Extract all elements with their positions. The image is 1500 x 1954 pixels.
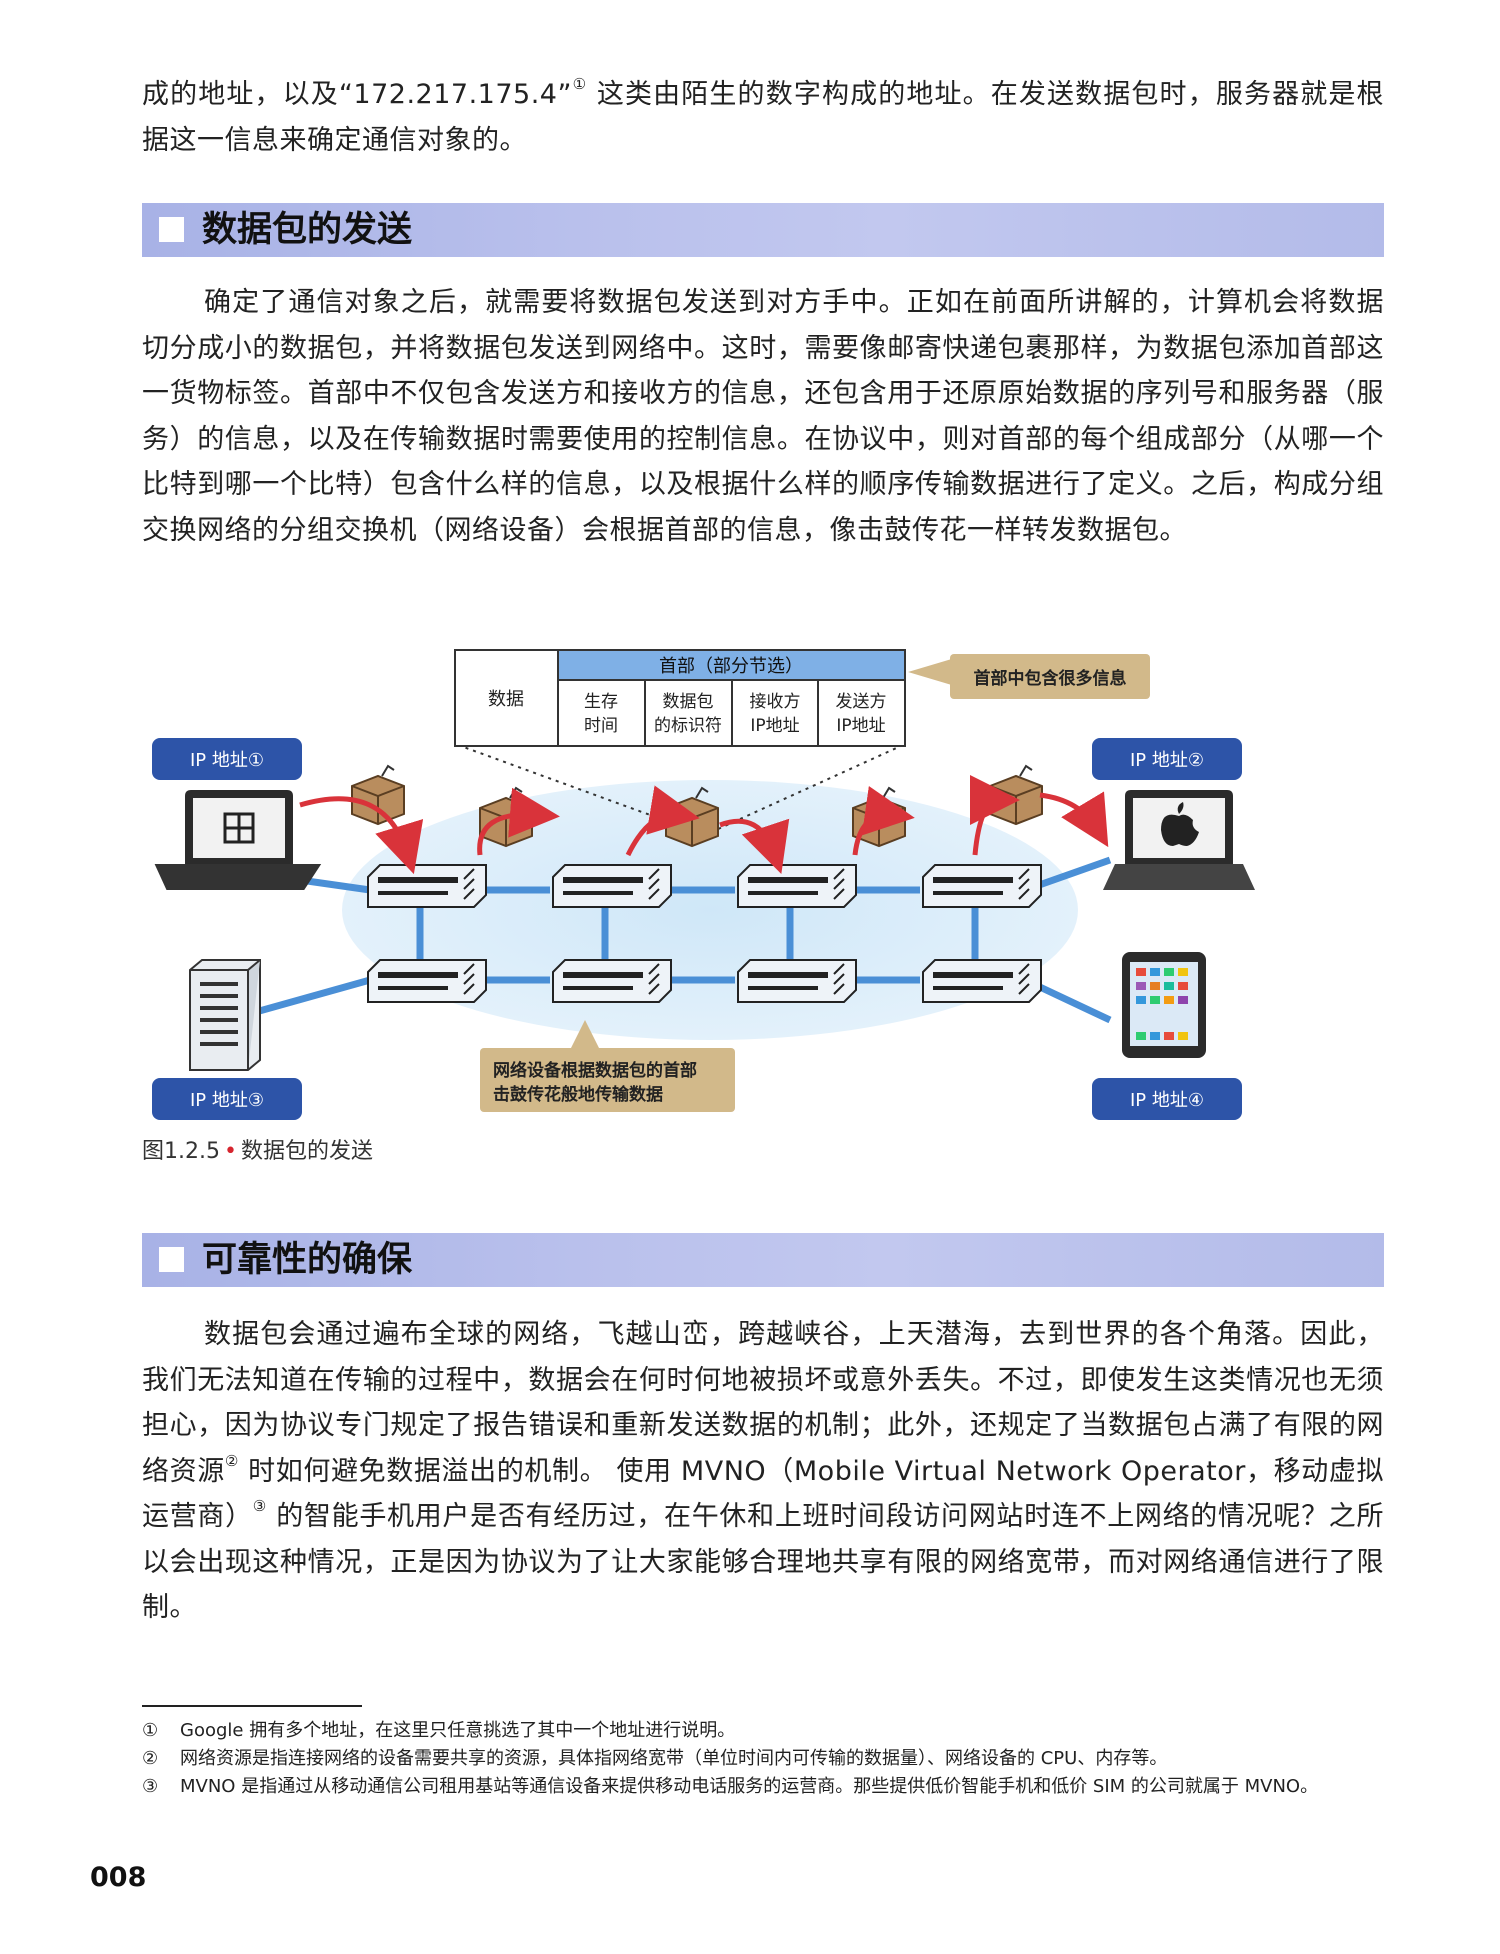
footnote-ref-1[interactable]: ① bbox=[571, 75, 588, 93]
switch-icon bbox=[922, 864, 1042, 908]
section2-text-b: 时如何避免数据溢出的机制。 使用 MVNO（Mobile Virtual Net… bbox=[142, 1455, 1384, 1533]
caption-number: 图1.2.5 bbox=[142, 1139, 220, 1164]
field-dst-line1: 接收方 bbox=[750, 692, 801, 712]
footnote-2-num: ② bbox=[142, 1748, 159, 1769]
section-heading-sending: 数据包的发送 bbox=[142, 203, 1384, 257]
ip-label-3-text: IP 地址③ bbox=[190, 1090, 264, 1111]
section-title-sending: 数据包的发送 bbox=[202, 210, 413, 250]
field-ttl-line2: 时间 bbox=[584, 716, 618, 736]
switch-icon bbox=[367, 864, 487, 908]
laptop-windows-icon bbox=[154, 790, 322, 890]
heading-square-icon bbox=[159, 217, 184, 242]
field-src-line2: IP地址 bbox=[836, 716, 885, 736]
callout-top: 首部中包含很多信息 bbox=[908, 654, 1150, 699]
laptop-apple-icon bbox=[1103, 790, 1255, 890]
footnote-3-text: MVNO 是指通过从移动通信公司租用基站等通信设备来提供移动电话服务的运营商。那… bbox=[180, 1776, 1319, 1797]
field-dst-line2: IP地址 bbox=[750, 716, 799, 736]
field-id-line1: 数据包 bbox=[663, 692, 714, 712]
section2-text-c: 的智能手机用户是否有经历过，在午休和上班时间段访问网站时连不上网络的情况呢？之所… bbox=[142, 1501, 1384, 1623]
network-cloud bbox=[342, 780, 1078, 1040]
intro-text-a: 成的地址，以及“172.217.175.4” bbox=[142, 79, 572, 110]
heading-square-icon bbox=[159, 1247, 184, 1272]
footnote-2-text: 网络资源是指连接网络的设备需要共享的资源，具体指网络宽带（单位时间内可传输的数据… bbox=[180, 1748, 1168, 1769]
caption-text: 数据包的发送 bbox=[240, 1139, 373, 1164]
field-src-line1: 发送方 bbox=[836, 692, 887, 712]
ip-label-3: IP 地址③ bbox=[152, 1078, 302, 1120]
section2-text-a: 数据包会通过遍布全球的网络，飞越山峦，跨越峡谷，上天潜海，去到世界的各个角落。因… bbox=[142, 1319, 1384, 1487]
footnote-ref-2[interactable]: ② bbox=[224, 1451, 239, 1470]
section1-paragraph: 确定了通信对象之后，就需要将数据包发送到对方手中。正如在前面所讲解的，计算机会将… bbox=[142, 287, 1384, 546]
figure-caption: 图1.2.5•数据包的发送 bbox=[142, 1133, 373, 1165]
footnote-3-num: ③ bbox=[142, 1776, 159, 1797]
field-ttl-line1: 生存 bbox=[584, 692, 618, 712]
ip-label-4-text: IP 地址④ bbox=[1130, 1090, 1204, 1111]
switch-row-top bbox=[367, 864, 1042, 908]
ip-label-4: IP 地址④ bbox=[1092, 1078, 1242, 1120]
field-id-line2: 的标识符 bbox=[654, 716, 722, 736]
tablet-icon bbox=[1122, 952, 1206, 1058]
switch-row-bottom bbox=[367, 959, 1042, 1003]
footnote-1-num: ① bbox=[142, 1720, 159, 1741]
forward-arrows bbox=[299, 775, 1109, 875]
switch-icon bbox=[737, 959, 857, 1003]
switch-icon bbox=[737, 864, 857, 908]
section-heading-reliability: 可靠性的确保 bbox=[142, 1233, 1384, 1287]
table-header-title: 首部（部分节选） bbox=[659, 656, 803, 677]
footnote-1: ① Google 拥有多个地址，在这里只任意挑选了其中一个地址进行说明。 bbox=[142, 1717, 1384, 1745]
switch-icon bbox=[552, 864, 672, 908]
packet-box-icon bbox=[989, 764, 1043, 826]
figure-packet-sending: 数据 首部（部分节选） 生存 时间 数据包 的标识符 接收方 IP地址 发送方 … bbox=[0, 610, 1500, 1170]
switch-icon bbox=[922, 959, 1042, 1003]
section2-paragraph: 数据包会通过遍布全球的网络，飞越山峦，跨越峡谷，上天潜海，去到世界的各个角落。因… bbox=[142, 1312, 1384, 1631]
footnote-3: ③ MVNO 是指通过从移动通信公司租用基站等通信设备来提供移动电话服务的运营商… bbox=[142, 1773, 1384, 1801]
section-title-reliability: 可靠性的确保 bbox=[202, 1240, 413, 1280]
switch-icon bbox=[552, 959, 672, 1003]
intro-paragraph: 成的地址，以及“172.217.175.4”① 这类由陌生的数字构成的地址。在发… bbox=[142, 72, 1384, 163]
page-number: 008 bbox=[90, 1862, 147, 1893]
ip-label-1-text: IP 地址① bbox=[190, 750, 264, 771]
ip-label-1: IP 地址① bbox=[152, 738, 302, 780]
footnote-ref-3[interactable]: ③ bbox=[252, 1497, 267, 1515]
ip-label-2-text: IP 地址② bbox=[1130, 750, 1204, 771]
packet-box-icon bbox=[351, 764, 405, 826]
callout-bottom-line1: 网络设备根据数据包的首部 bbox=[493, 1060, 697, 1081]
caption-dot: • bbox=[223, 1139, 237, 1164]
header-table: 数据 首部（部分节选） 生存 时间 数据包 的标识符 接收方 IP地址 发送方 … bbox=[454, 649, 906, 747]
table-data-cell: 数据 bbox=[488, 689, 524, 710]
callout-bottom-line2: 击鼓传花般地传输数据 bbox=[493, 1084, 663, 1105]
footnote-1-text: Google 拥有多个地址，在这里只任意挑选了其中一个地址进行说明。 bbox=[180, 1720, 736, 1741]
server-icon bbox=[189, 959, 261, 1071]
footnote-rule bbox=[142, 1705, 362, 1707]
intro-text-b: 这类由陌生的数字构成的地址。在发送数据包时，服务器就是根据这一信息来确定通信对象… bbox=[142, 79, 1384, 156]
switch-icon bbox=[367, 959, 487, 1003]
footnote-2: ② 网络资源是指连接网络的设备需要共享的资源，具体指网络宽带（单位时间内可传输的… bbox=[142, 1745, 1384, 1773]
callout-top-text: 首部中包含很多信息 bbox=[974, 668, 1127, 689]
callout-bottom: 网络设备根据数据包的首部 击鼓传花般地传输数据 bbox=[480, 1020, 735, 1112]
ip-label-2: IP 地址② bbox=[1092, 738, 1242, 780]
